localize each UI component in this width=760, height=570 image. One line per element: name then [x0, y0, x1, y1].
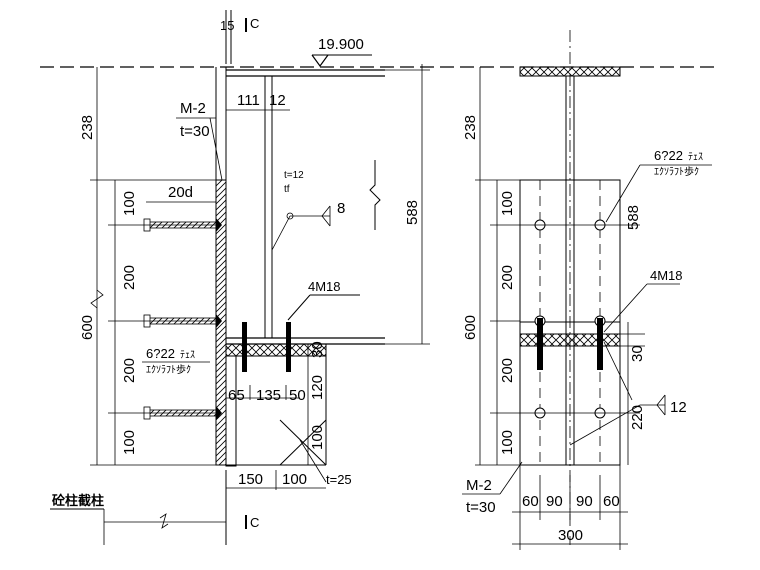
bolt-right	[537, 318, 543, 370]
stud-label-left: 6?22	[146, 346, 175, 361]
dim-135: 135	[256, 387, 281, 404]
left-view: 15 C C 4M18	[50, 10, 430, 545]
dim-600-right: 600	[462, 315, 479, 340]
plate-label-left: M-2	[180, 100, 206, 117]
web-thickness: t=12	[284, 170, 304, 181]
dim-vert-2: 200	[121, 265, 138, 290]
dim-bottom-90b: 90	[576, 493, 593, 510]
dim-600: 600	[79, 315, 96, 340]
dim-120: 120	[309, 375, 326, 400]
dim-30-right: 30	[629, 345, 646, 362]
stud-note-right: ｴｸｿﾗﾌﾄ歩ｸ	[654, 165, 699, 178]
weld-size-left: 8	[337, 200, 345, 217]
stud-suffix-left: ﾃｪｽ	[180, 350, 195, 361]
dim-vert-3: 200	[121, 358, 138, 383]
plate-thickness-left: t=30	[180, 123, 210, 140]
dim-150: 150	[238, 471, 263, 488]
plate-label-right: M-2	[466, 477, 492, 494]
dim-vert-r4: 100	[499, 430, 516, 455]
dim-50: 50	[289, 387, 306, 404]
dim-bottom-90a: 90	[546, 493, 563, 510]
dim-bottom-60b: 60	[603, 493, 620, 510]
dim-vert-r1: 100	[499, 191, 516, 216]
dim-100-seat: 100	[309, 425, 326, 450]
stud-note-left: ｴｸｿﾗﾌﾄ歩ｸ	[146, 363, 191, 376]
web-sub: tf	[284, 184, 290, 195]
dim-bottom-60a: 60	[522, 493, 539, 510]
elevation-value: 19.900	[318, 36, 364, 53]
bolt	[286, 322, 291, 372]
dim-588-right: 588	[625, 205, 642, 230]
weld-size-right: 12	[670, 399, 687, 416]
dim-588-left: 588	[404, 200, 421, 225]
plate-thickness-right: t=30	[466, 499, 496, 516]
dim-100-bottom: 100	[282, 471, 307, 488]
dim-30-left: 30	[309, 341, 326, 358]
section-mark-bottom: C	[250, 515, 259, 530]
dim-20d: 20d	[168, 184, 193, 201]
bolt-label: 4M18	[308, 279, 341, 294]
section-mark-top: C	[250, 16, 259, 31]
dim-vert-1: 100	[121, 191, 138, 216]
bolt	[242, 322, 247, 372]
elevation-marker: 19.900	[311, 36, 372, 68]
dim-vert-r2: 200	[499, 265, 516, 290]
dim-238: 238	[79, 115, 96, 140]
dim-220: 220	[629, 405, 646, 430]
dim-vert-r3: 200	[499, 358, 516, 383]
right-view: 238 600 100 200 200 100 6?22 ﾃｪｽ ｴｸｿﾗﾌﾄ歩…	[462, 30, 712, 550]
bolt-label-right: 4M18	[650, 268, 683, 283]
seat-thickness: t=25	[326, 472, 352, 487]
section-dim-15: 15	[220, 18, 234, 33]
seat-band-right	[519, 333, 621, 347]
bolt-right	[597, 318, 603, 370]
dim-65: 65	[228, 387, 245, 404]
dim-vert-4: 100	[121, 430, 138, 455]
stud-label-right: 6?22	[654, 148, 683, 163]
dim-12: 12	[269, 92, 286, 109]
dim-300: 300	[558, 527, 583, 544]
dim-238-right: 238	[462, 115, 479, 140]
column-label: 砼柱截柱	[52, 493, 104, 508]
dim-111: 111	[237, 92, 260, 109]
stud-suffix-right: ﾃｪｽ	[688, 152, 703, 163]
